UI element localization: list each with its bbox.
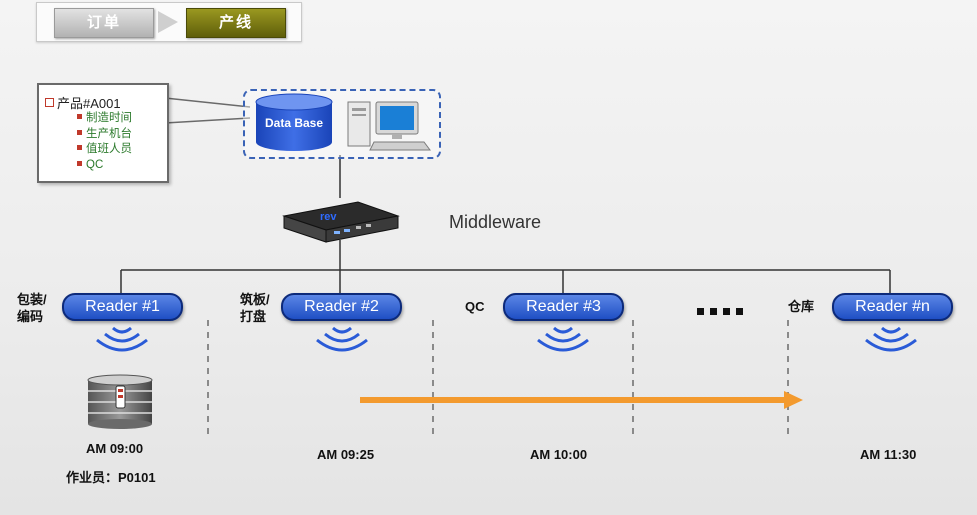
bullet-icon bbox=[77, 160, 82, 166]
rfid-signal-icon bbox=[96, 326, 148, 352]
database-cylinder-icon bbox=[255, 93, 333, 151]
bullet-icon bbox=[77, 129, 82, 135]
tab-arrow-icon bbox=[158, 11, 178, 33]
product-info-box: 产品#A001 制造时间 生产机台 值班人员 QC bbox=[37, 83, 169, 183]
stage-label-n: 仓库 bbox=[788, 299, 815, 314]
rfid-tag-icon bbox=[115, 385, 126, 409]
reader-1: Reader #1 bbox=[62, 293, 183, 321]
product-db-connector-2 bbox=[164, 117, 251, 124]
product-title-text: 产品#A001 bbox=[57, 96, 121, 111]
svg-text:rev: rev bbox=[320, 211, 337, 223]
stage-label-2: 筑板/ 打盘 bbox=[240, 292, 270, 324]
bullet-icon bbox=[77, 114, 82, 119]
stage-label-1: 包装/ 编码 bbox=[17, 292, 47, 324]
time-1: AM 09:00 bbox=[86, 441, 144, 456]
time-n: AM 11:30 bbox=[860, 447, 917, 462]
time-2: AM 09:25 bbox=[317, 447, 375, 462]
middleware-server-icon: rev bbox=[282, 201, 400, 243]
middleware-label: Middleware bbox=[449, 212, 542, 232]
product-db-connector bbox=[164, 97, 251, 108]
reader-n: Reader #n bbox=[832, 293, 953, 321]
tab-order[interactable]: 订单 bbox=[54, 8, 154, 38]
product-field-list: 制造时间 生产机台 值班人员 QC bbox=[77, 111, 132, 173]
tab-production-line[interactable]: 产线 bbox=[186, 8, 286, 38]
rfid-signal-icon bbox=[537, 326, 589, 352]
rfid-signal-icon bbox=[316, 326, 368, 352]
stage-label-3: QC bbox=[465, 299, 485, 314]
reader-2: Reader #2 bbox=[281, 293, 402, 321]
product-field: 生产机台 bbox=[77, 127, 132, 143]
checkbox-icon bbox=[45, 98, 54, 107]
product-field: 制造时间 bbox=[77, 111, 132, 127]
more-readers-ellipsis bbox=[697, 302, 749, 320]
flow-arrow-head bbox=[784, 391, 803, 409]
reader-3: Reader #3 bbox=[503, 293, 624, 321]
desktop-computer-icon bbox=[347, 101, 431, 151]
product-field: 值班人员 bbox=[77, 142, 132, 158]
bullet-icon bbox=[77, 145, 82, 150]
product-title: 产品#A001 bbox=[45, 93, 121, 112]
database-label: Data Base bbox=[264, 116, 324, 130]
product-field: QC bbox=[77, 158, 132, 174]
time-3: AM 10:00 bbox=[530, 447, 588, 462]
operator-label: 作业员：P0101 bbox=[66, 470, 156, 485]
product-stack-icon bbox=[87, 374, 153, 429]
rfid-signal-icon bbox=[865, 326, 917, 352]
